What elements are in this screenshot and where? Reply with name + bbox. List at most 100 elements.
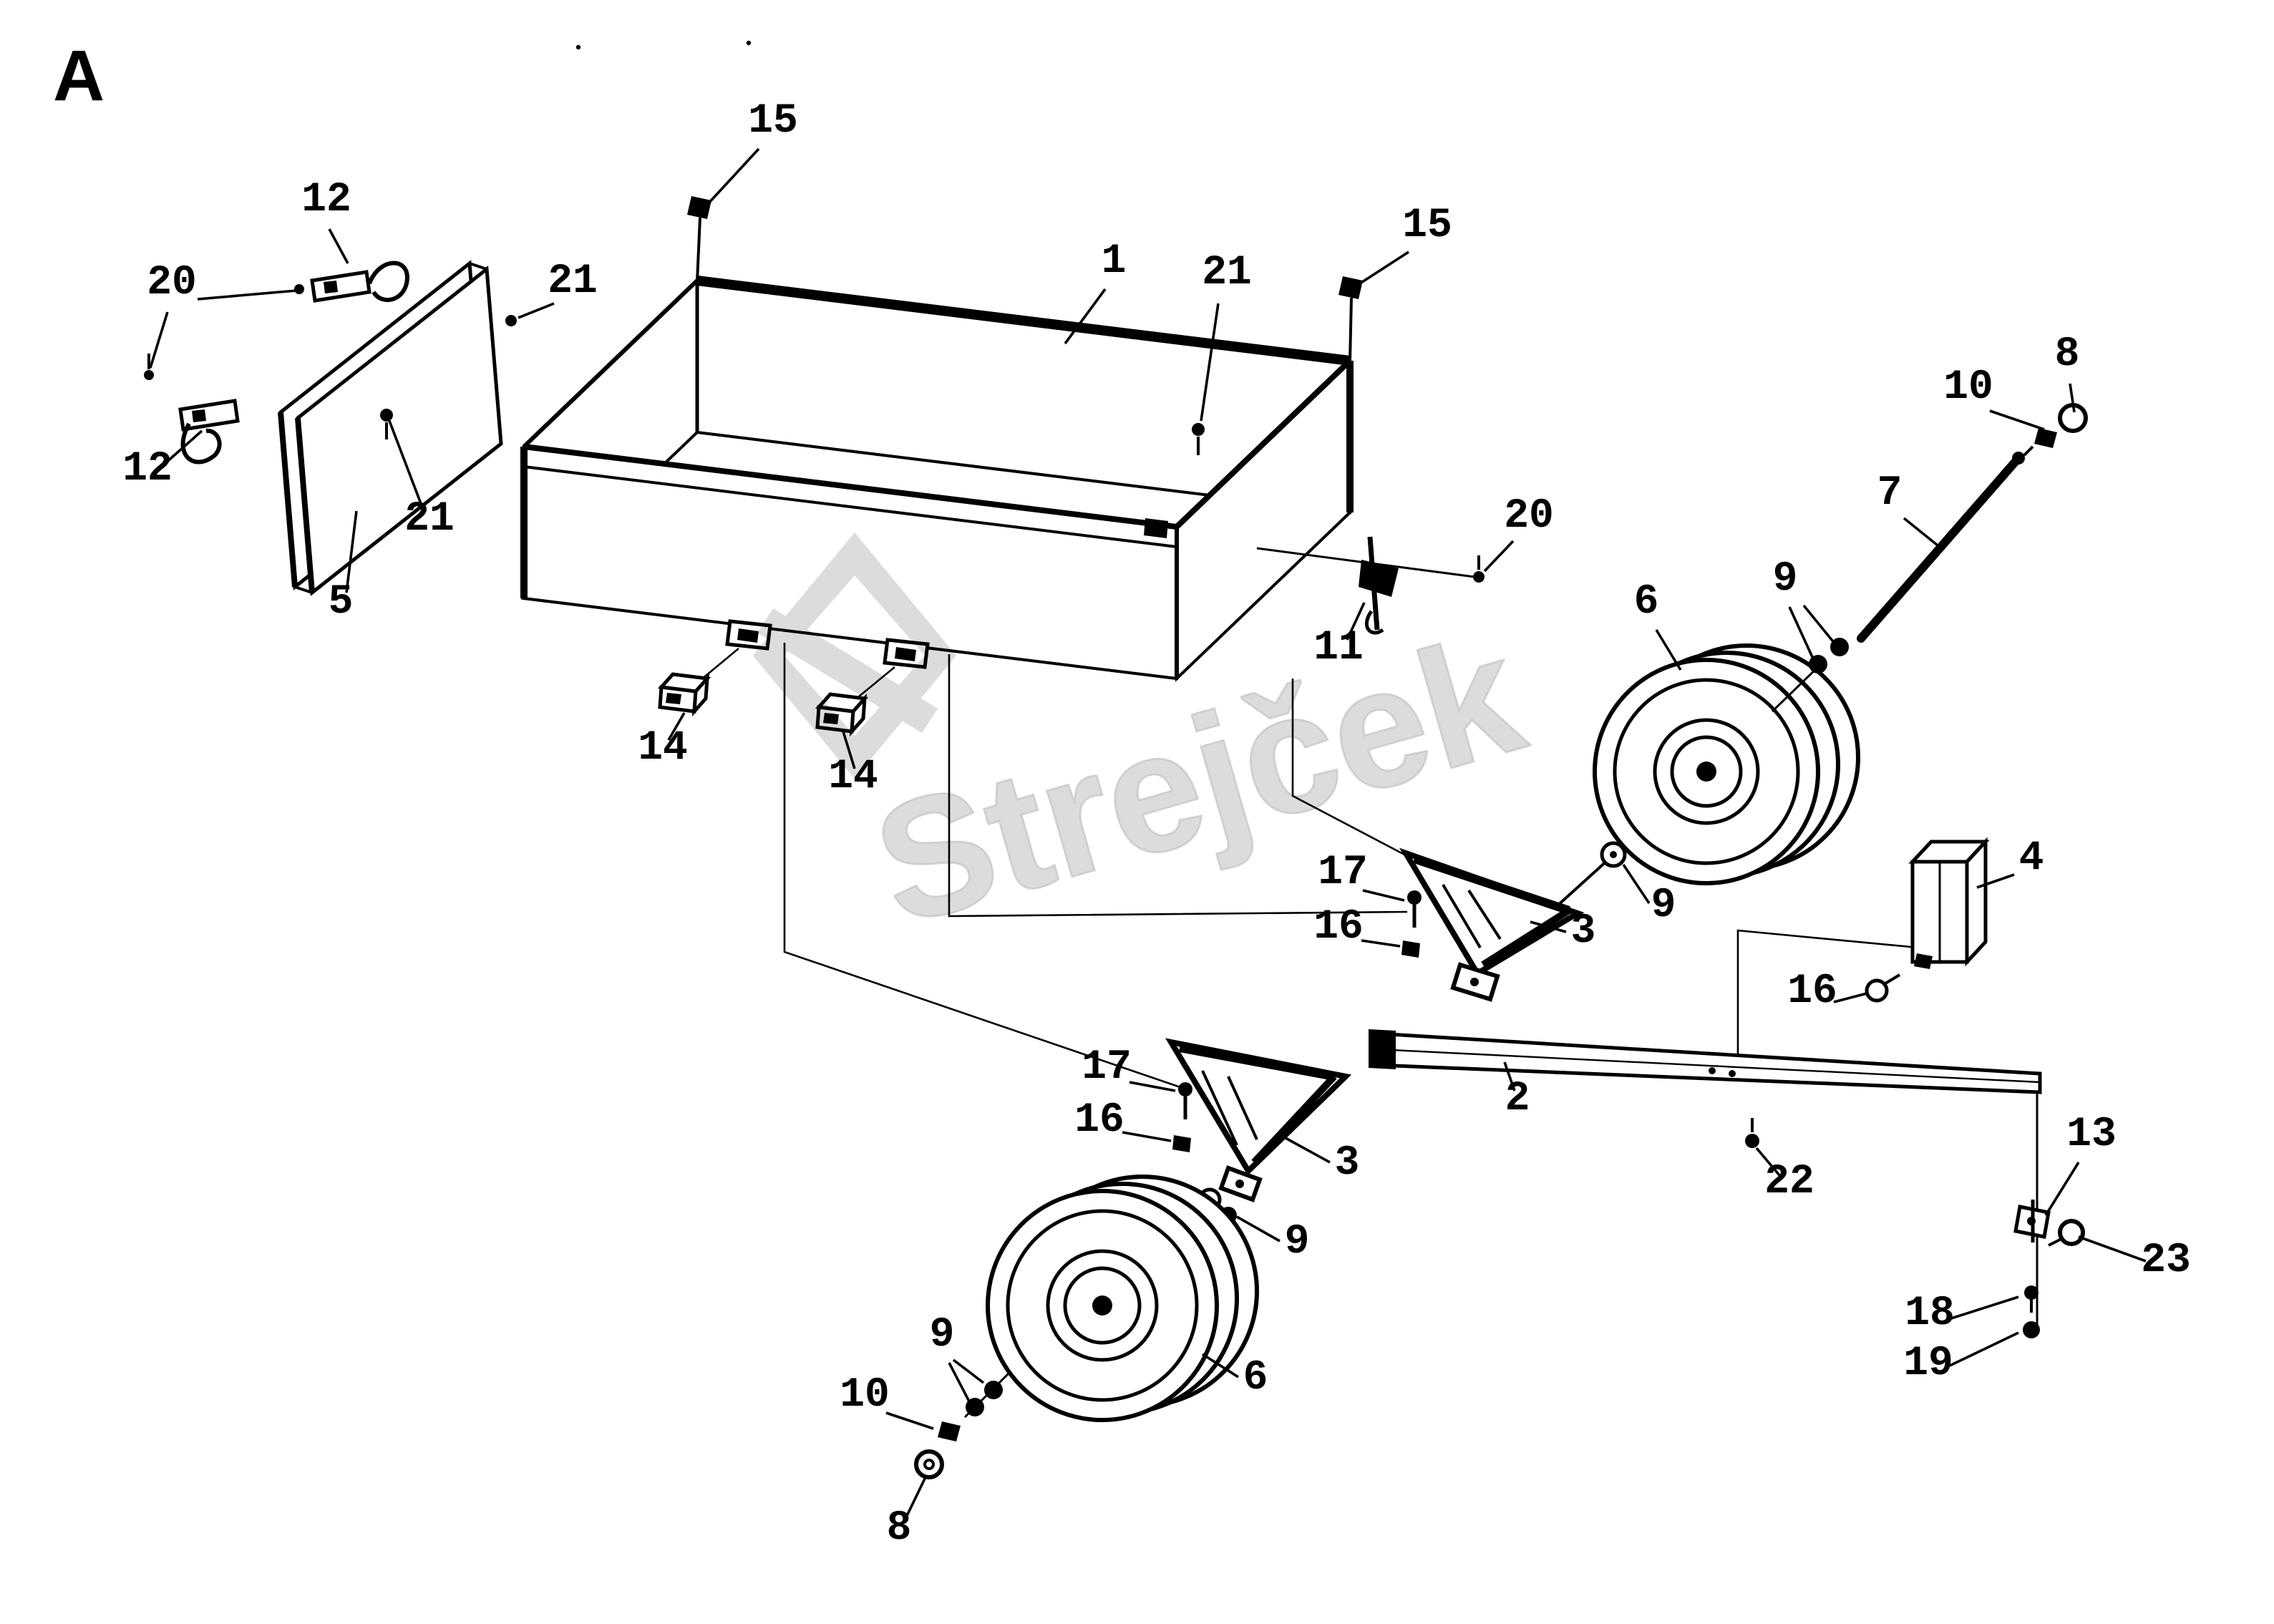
bolt-18 — [2024, 1285, 2039, 1313]
part-callout-3: 3 — [1571, 908, 1596, 955]
leader-line-part-12 — [328, 228, 349, 264]
leader-line-part-9 — [1788, 606, 1814, 658]
leader-line-part-3 — [1530, 920, 1567, 933]
tongue-bar — [1369, 1029, 2042, 1094]
part-callout-7: 7 — [1877, 470, 1903, 517]
part-callout-20: 20 — [1504, 493, 1554, 540]
part-callout-17: 17 — [1082, 1044, 1132, 1091]
leader-line-part-16 — [1361, 939, 1401, 948]
leader-line-part-17 — [1129, 1081, 1176, 1092]
part-callout-8: 8 — [2055, 331, 2080, 378]
ring-16-right — [1865, 973, 1901, 1003]
leader-line-part-9 — [952, 1358, 985, 1384]
part-callout-16: 16 — [1074, 1097, 1124, 1144]
screw-21-bed — [1192, 423, 1205, 455]
part-callout-15: 15 — [1402, 203, 1452, 249]
part-callout-14: 14 — [828, 754, 878, 800]
part-callout-10: 10 — [1943, 364, 1993, 411]
nut-16-lower — [1172, 1135, 1191, 1152]
bolt-10-lower — [938, 1421, 961, 1441]
leader-line-part-2 — [1503, 1061, 1516, 1091]
part-callout-6: 6 — [1243, 1355, 1268, 1401]
hub-center — [1092, 1295, 1112, 1316]
leader-line-part-10 — [1989, 409, 2045, 431]
part-callout-15: 15 — [748, 98, 798, 145]
leader-line-part-19 — [1949, 1331, 2019, 1367]
leader-line-part-16 — [1122, 1131, 1172, 1142]
part-callout-1: 1 — [1102, 238, 1127, 285]
axle-nuts-9-lower — [963, 1370, 1012, 1419]
bolt-22 — [1745, 1118, 1759, 1148]
clevis-13 — [2013, 1200, 2051, 1243]
hitch-hardware — [2013, 1092, 2085, 1338]
leader-line-part-4 — [1976, 873, 2015, 889]
bolt-17-lower — [1178, 1082, 1192, 1119]
part-callout-9: 9 — [1285, 1219, 1310, 1265]
part-callout-4: 4 — [2019, 835, 2044, 882]
watermark-logo — [753, 533, 956, 779]
part-callout-2: 2 — [1505, 1076, 1530, 1122]
part-callout-14: 14 — [638, 725, 688, 772]
part-callout-5: 5 — [329, 579, 354, 626]
part-callout-18: 18 — [1905, 1290, 1955, 1337]
axle-bracket-lower — [1165, 1038, 1352, 1202]
screw-21-tailgate — [380, 409, 393, 439]
clip-14-left — [657, 672, 711, 717]
bracket-4 — [1908, 837, 1990, 969]
part-callout-8: 8 — [887, 1505, 912, 1552]
bolt-15-left — [687, 196, 711, 283]
part-callout-21: 21 — [404, 496, 455, 543]
nut-16-upper — [1401, 940, 1420, 958]
leader-line-part-9 — [948, 1362, 971, 1402]
leader-line-part-3 — [1285, 1137, 1331, 1164]
washer-9-upper — [1600, 841, 1627, 868]
leader-line-part-8 — [903, 1478, 926, 1521]
part-callout-3: 3 — [1335, 1140, 1360, 1187]
bolt-17-upper — [1407, 890, 1422, 928]
callout-layer: 15 12 20 21 1 21 15 8 10 12 7 21 20 9 6 5 11 14 14 4 17 9 16 3 1… — [122, 98, 2191, 1552]
leader-line-part-15 — [706, 147, 760, 206]
leader-line-part-22 — [1755, 1147, 1781, 1177]
part-callout-21: 21 — [1202, 250, 1252, 296]
leader-line-part-9 — [1236, 1215, 1281, 1243]
latch-slot — [1144, 518, 1168, 538]
bolt-20-left — [144, 284, 304, 380]
ring-8-lower — [914, 1449, 944, 1479]
part-callout-9: 9 — [1773, 556, 1798, 603]
part-callout-12: 12 — [122, 446, 173, 492]
leader-line-part-15 — [1359, 251, 1409, 285]
wheel-upper — [1593, 643, 1860, 885]
leader-line-part-5 — [345, 510, 358, 593]
bolt-10-upper — [2023, 428, 2057, 457]
leader-line-part-8 — [2069, 383, 2076, 413]
leader-line-part-21 — [518, 302, 555, 319]
leader-line-part-7 — [1903, 517, 1943, 550]
axle-bracket-upper — [1399, 777, 1699, 1002]
leader-line-part-12 — [163, 429, 203, 465]
leader-line-part-23 — [2078, 1235, 2147, 1263]
leader-line-part-9 — [1802, 604, 1837, 646]
leader-line-part-6 — [1655, 629, 1682, 671]
part-callout-11: 11 — [1313, 625, 1364, 671]
leader-line-part-20 — [149, 311, 169, 369]
part-callout-10: 10 — [840, 1372, 890, 1419]
part-callout-6: 6 — [1634, 579, 1659, 626]
leader-line-part-14 — [667, 712, 686, 741]
tailgate-panel — [278, 260, 503, 596]
part-callout-20: 20 — [147, 260, 197, 306]
leader-line-part-14 — [842, 731, 856, 769]
artifact-dots — [575, 40, 752, 50]
leader-line-part-16 — [1833, 992, 1867, 1003]
wheel-lower — [986, 1175, 1259, 1422]
part-callout-23: 23 — [2141, 1238, 2191, 1284]
part-callout-22: 22 — [1764, 1159, 1814, 1205]
part-callout-21: 21 — [548, 258, 598, 305]
leader-line-part-13 — [2044, 1162, 2080, 1216]
leader-line-part-21 — [388, 420, 425, 512]
hook-12-upper — [310, 261, 409, 303]
leader-line-part-6 — [1202, 1353, 1239, 1379]
part-callout-12: 12 — [301, 177, 351, 223]
latch-11 — [1256, 536, 1475, 635]
leader-line-part-18 — [1950, 1295, 2019, 1320]
nut-19 — [2023, 1321, 2040, 1338]
